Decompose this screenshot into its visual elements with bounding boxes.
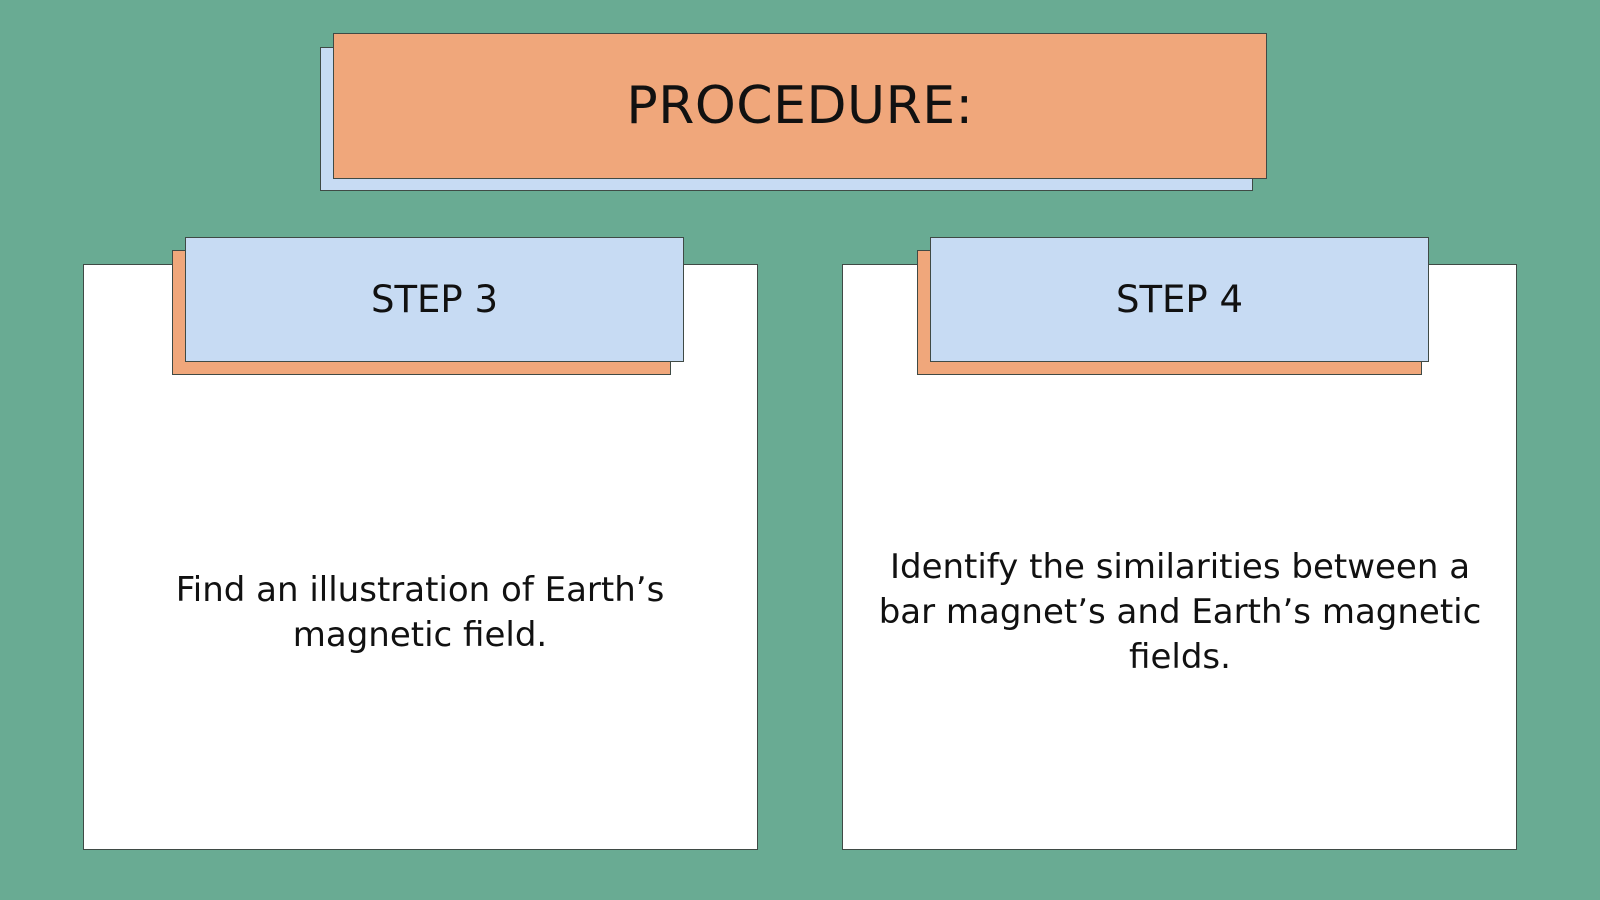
page-title: PROCEDURE: — [626, 76, 974, 136]
step-3-tab: STEP 3 — [185, 237, 684, 362]
step-4-description: Identify the similarities between a bar … — [878, 547, 1482, 677]
step-3-description: Find an illustration of Earth’s magnetic… — [175, 570, 665, 655]
step-3-label: STEP 3 — [370, 278, 499, 321]
title-banner: PROCEDURE: — [333, 33, 1267, 179]
step-4-tab: STEP 4 — [930, 237, 1429, 362]
step-4-label: STEP 4 — [1115, 278, 1244, 321]
